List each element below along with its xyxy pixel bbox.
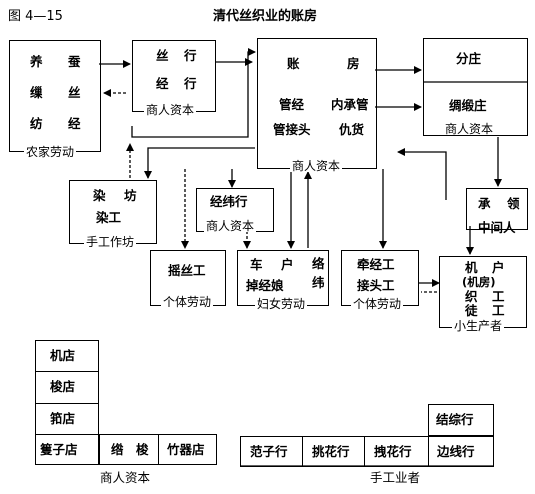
loom-e: 工 bbox=[492, 289, 505, 304]
silkshop-caption: 商人资本 bbox=[144, 103, 197, 117]
arrow-peasant-to-account-top bbox=[131, 48, 256, 138]
craft-1: 范子行 bbox=[250, 444, 288, 459]
contractor-a: 承 bbox=[478, 196, 491, 211]
silkshop-line-1a: 丝 bbox=[156, 48, 169, 63]
craft-divider-2 bbox=[364, 436, 365, 467]
contractor-box bbox=[466, 188, 528, 230]
dye-line-2: 染工 bbox=[96, 210, 122, 225]
contractor-c: 中间人 bbox=[478, 220, 516, 235]
account-house-name-b: 房 bbox=[347, 56, 360, 71]
loom-d: 织 bbox=[465, 289, 478, 304]
account-house-l2a: 管接头 bbox=[273, 122, 311, 137]
joiners-l2: 接头工 bbox=[357, 278, 395, 293]
peasant-line-1b: 蚕 bbox=[68, 54, 81, 69]
silkshop-line-2a: 经 bbox=[156, 76, 169, 91]
women-caption: 妇女劳动 bbox=[255, 297, 308, 311]
craft-row-box bbox=[240, 436, 494, 467]
merchant-row-divider bbox=[158, 434, 159, 465]
joiners-caption: 个体劳动 bbox=[351, 297, 404, 311]
craft-3: 拽花行 bbox=[374, 444, 412, 459]
shop-stack-divider-2 bbox=[35, 403, 99, 404]
warp-label: 经纬行 bbox=[210, 194, 248, 209]
silkshop-line-1b: 行 bbox=[184, 48, 197, 63]
women-side-a: 络 bbox=[312, 256, 325, 271]
craft-4: 边线行 bbox=[437, 444, 475, 459]
craft-top: 结综行 bbox=[436, 412, 474, 427]
account-house-name-a: 账 bbox=[287, 56, 300, 71]
peasant-line-1a: 养 bbox=[30, 54, 43, 69]
account-house-l1b: 内承管 bbox=[331, 97, 369, 112]
arrow-account-to-dye bbox=[144, 147, 255, 179]
branch-box bbox=[423, 38, 528, 136]
silkshop-line-2b: 行 bbox=[184, 76, 197, 91]
account-house-l1a: 管经 bbox=[279, 97, 305, 112]
craft-caption: 手工业者 bbox=[370, 470, 421, 485]
merchant-caption: 商人资本 bbox=[100, 470, 151, 485]
women-l1a: 车 bbox=[250, 257, 263, 272]
women-side-b: 纬 bbox=[312, 275, 325, 290]
loom-a: 机 bbox=[465, 260, 478, 275]
shop-stack-divider-3 bbox=[35, 434, 99, 435]
loom-c: (机房) bbox=[462, 275, 496, 289]
silkshop-box bbox=[132, 40, 216, 112]
arrow-loom-to-account bbox=[397, 148, 447, 200]
loom-owner-box bbox=[439, 256, 527, 328]
peasant-line-2a: 缫 bbox=[30, 85, 43, 100]
reel-label: 摇丝工 bbox=[168, 263, 206, 278]
dye-line-1a: 染 bbox=[93, 188, 106, 203]
women-l1b: 户 bbox=[281, 257, 294, 272]
merchant-stack-box bbox=[35, 340, 99, 465]
loom-b: 户 bbox=[492, 260, 505, 275]
loom-g: 工 bbox=[492, 303, 505, 318]
dye-line-1b: 坊 bbox=[124, 188, 137, 203]
figure-number: 图 4—15 bbox=[8, 9, 63, 24]
shop-row-1b: 梭 bbox=[136, 442, 149, 457]
shop-stack-2: 梭店 bbox=[50, 379, 76, 394]
shop-row-1a: 绺 bbox=[111, 442, 124, 457]
shop-row-2: 竹器店 bbox=[167, 442, 205, 457]
account-house-l2b: 仇货 bbox=[339, 122, 365, 137]
branch-top: 分庄 bbox=[456, 51, 482, 66]
peasant-caption: 农家劳动 bbox=[24, 145, 77, 159]
shop-stack-3: 筘店 bbox=[50, 411, 76, 426]
loom-f: 徒 bbox=[465, 303, 478, 318]
warp-caption: 商人资本 bbox=[204, 219, 257, 233]
loom-caption: 小生产者 bbox=[452, 319, 505, 333]
account-house-caption: 商人资本 bbox=[290, 159, 343, 173]
reel-caption: 个体劳动 bbox=[161, 295, 214, 309]
craft-top-box bbox=[428, 404, 494, 436]
peasant-line-3b: 经 bbox=[68, 116, 81, 131]
dye-caption: 手工作坊 bbox=[84, 235, 137, 249]
branch-caption: 商人资本 bbox=[443, 122, 496, 136]
shop-stack-1: 机店 bbox=[50, 348, 76, 363]
craft-divider-1 bbox=[302, 436, 303, 467]
figure-title: 清代丝织业的账房 bbox=[213, 9, 318, 24]
peasant-line-2b: 丝 bbox=[68, 85, 81, 100]
branch-mid: 绸缎庄 bbox=[449, 98, 487, 113]
craft-divider-3 bbox=[428, 436, 429, 467]
contractor-b: 领 bbox=[507, 196, 520, 211]
shop-stack-4: 篗子店 bbox=[40, 442, 78, 457]
peasant-line-3a: 纺 bbox=[30, 116, 43, 131]
shop-stack-divider-1 bbox=[35, 371, 99, 372]
women-l2: 掉经娘 bbox=[246, 278, 284, 293]
joiners-l1: 牵经工 bbox=[357, 257, 395, 272]
craft-2: 挑花行 bbox=[312, 444, 350, 459]
peasant-box bbox=[9, 40, 101, 152]
